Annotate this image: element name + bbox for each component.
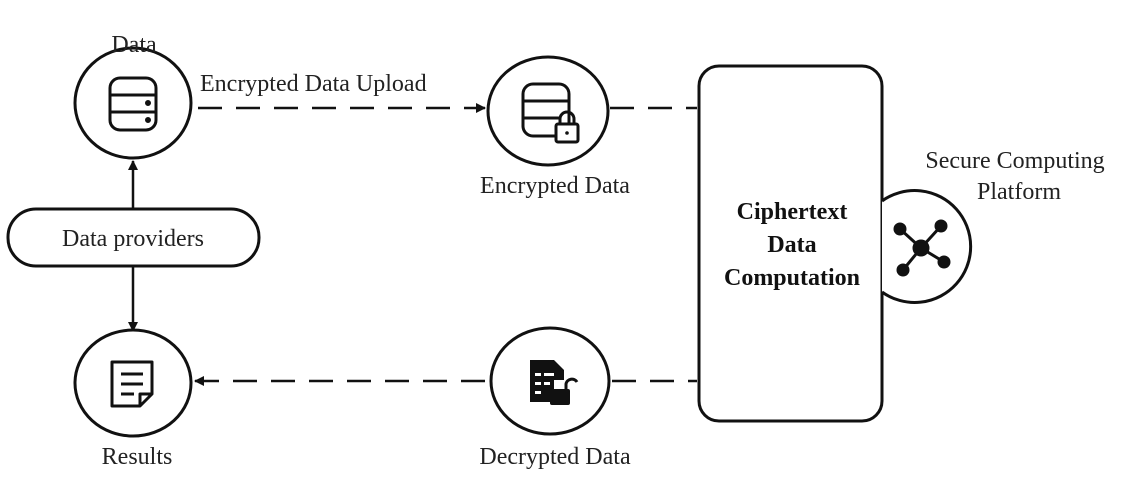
data-providers-node: Data providers — [6, 207, 261, 268]
encrypted-data-node: Encrypted Data — [480, 55, 630, 199]
network-hub-icon — [893, 219, 951, 277]
unlocked-document-icon — [530, 360, 579, 405]
computation-label-line3: Computation — [724, 265, 860, 291]
encrypted-data-label: Encrypted Data — [480, 173, 630, 199]
computation-label-line1: Ciphertext — [737, 199, 848, 225]
data-label: Data — [111, 32, 157, 58]
platform-label-line1: Secure Computing — [925, 148, 1104, 174]
computation-label-line2: Data — [767, 232, 816, 258]
computation-node: Ciphertext Data Computation — [697, 64, 884, 423]
document-icon — [110, 360, 154, 408]
platform-node: Secure Computing Platform — [881, 148, 1105, 304]
database-icon — [108, 76, 158, 132]
upload-edge-label: Encrypted Data Upload — [200, 71, 427, 97]
decrypted-data-label: Decrypted Data — [479, 444, 631, 470]
results-node: Results — [73, 328, 193, 470]
data-node: Data — [73, 32, 193, 160]
decrypted-data-node: Decrypted Data — [479, 326, 631, 470]
edges — [128, 103, 697, 386]
platform-label-line2: Platform — [977, 179, 1061, 205]
results-label: Results — [102, 444, 173, 470]
locked-database-icon — [521, 82, 580, 144]
data-providers-label: Data providers — [62, 226, 204, 252]
